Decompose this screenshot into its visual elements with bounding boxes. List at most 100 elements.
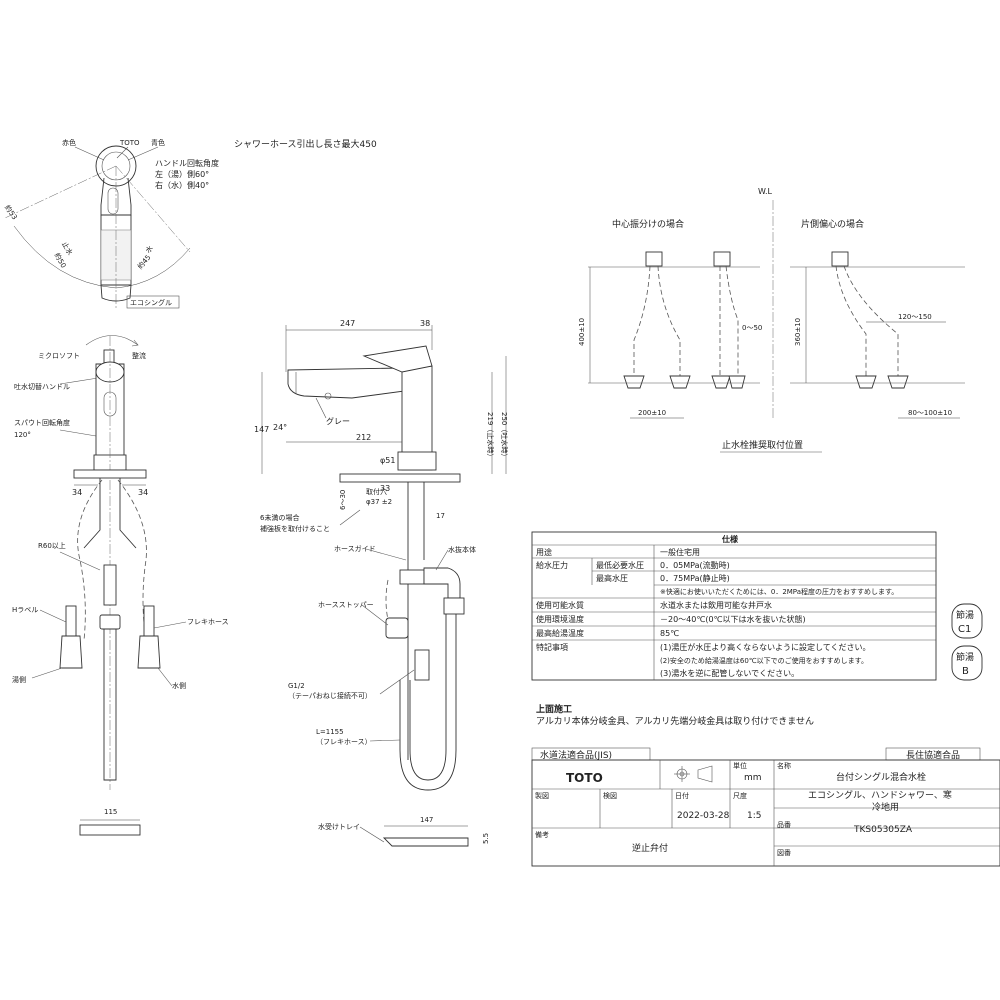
thread-1: G1/2	[288, 682, 305, 690]
h360: 360±10	[794, 318, 802, 346]
front-view: ミクロソフト 整流 吐水切替ハンドル スパウト回転角度 120° 34 34 R…	[12, 335, 229, 836]
spec-key: 給水圧力	[536, 560, 568, 570]
projection-symbol	[674, 765, 713, 783]
drawing-label: 図番	[777, 849, 791, 857]
water-side-label: 水側	[172, 681, 186, 690]
notes-body: アルカリ本体分岐金具、アルカリ先端分岐金具は取り付けできません	[536, 715, 814, 727]
notes-heading: 上面施工	[536, 703, 572, 715]
remarks-label: 備考	[535, 830, 549, 839]
badge1-top: 節湯	[956, 609, 974, 621]
h-label: Hラベル	[12, 606, 38, 614]
dim-250: 250（吐水時）	[500, 412, 509, 460]
scale-value: 1:5	[747, 811, 761, 821]
dim-34-left: 34	[72, 488, 82, 497]
wl-label: W.L	[758, 187, 773, 196]
name-line-2: エコシングル、ハンドシャワー、寒	[808, 789, 952, 801]
tray-label: 水受けトレイ	[318, 822, 360, 831]
title-block: 水道法適合品(JIS) 長住協適合品 TOTO 単位 mm 名称 台付シングル混…	[531, 747, 1000, 867]
hose-len-1: L=1155	[316, 728, 344, 736]
spec-key: 最高給湯温度	[536, 628, 584, 638]
spec-value: (3)湯水を逆に配管しないでください。	[660, 668, 799, 678]
stop-valves-side	[855, 375, 909, 389]
spec-key: 特記事項	[536, 642, 568, 652]
spec-title: 仕様	[721, 534, 739, 544]
jis-label: 水道法適合品(JIS)	[540, 749, 612, 761]
assoc-label: 長住協適合品	[906, 749, 960, 761]
tray-height: 5.5	[482, 833, 490, 844]
unit-label: 単位	[733, 761, 747, 770]
spec-sub: 最低必要水圧	[596, 560, 644, 570]
dim-24: 24°	[273, 423, 287, 432]
valve-body-label: 水抜本体	[448, 545, 476, 554]
part-label: 品番	[777, 821, 791, 829]
red-label: 赤色	[62, 138, 76, 147]
date-label: 日付	[675, 791, 689, 800]
r-label: R60以上	[38, 541, 66, 550]
switch-handle-label: 吐水切替ハンドル	[14, 382, 70, 391]
name-line-3: 冷地用	[872, 801, 899, 813]
install-diagram: W.L 中心振分けの場合 片側偏心の場合 0～50 400±10 200±10 …	[578, 187, 965, 453]
side-view: 247 38 147 24° グレー 212 219（止水時） 250（吐水時）…	[254, 319, 509, 847]
drawn-label: 製図	[535, 791, 549, 800]
side-case-label: 片側偏心の場合	[801, 218, 864, 230]
spec-sub: 最高水圧	[596, 573, 628, 583]
micro-soft-label: ミクロソフト	[38, 352, 80, 360]
handle-angle-right: 右（水）側40°	[155, 180, 209, 190]
flexi-hose-label: フレキホース	[187, 618, 229, 626]
brand-label: TOTO	[119, 139, 140, 147]
tray-width: 147	[420, 816, 433, 824]
water-label: 止水	[60, 240, 75, 257]
badge2-bottom: B	[962, 666, 969, 677]
spec-value: ※快適にお使いいただくためには、0．2MPa程度の圧力をおすすめします。	[660, 587, 898, 596]
cold-dim: 約45	[135, 253, 152, 271]
dim-38: 38	[420, 319, 430, 328]
mount-hole-dim: φ37 ±2	[366, 498, 392, 506]
badge2-top: 節湯	[956, 651, 974, 663]
gray-label: グレー	[326, 416, 350, 426]
center-case-label: 中心振分けの場合	[612, 218, 684, 230]
dim-219: 219（止水時）	[486, 412, 495, 460]
dim-247: 247	[340, 319, 355, 328]
spec-value: 0．75MPa(静止時)	[660, 573, 730, 583]
spec-value: (2)安全のため給湯温度は60℃以下でのご使用をおすすめします。	[660, 656, 868, 665]
handle-angle-title: ハンドル回転角度	[155, 158, 219, 168]
stop-valves-center	[623, 375, 746, 389]
straight-flow-label: 整流	[132, 351, 146, 360]
d200: 200±10	[638, 409, 666, 417]
dim-6-30: 6～30	[339, 490, 347, 510]
mount-hole-label: 取付穴	[366, 487, 387, 496]
scale-label: 尺度	[733, 791, 747, 800]
h400: 400±10	[578, 318, 586, 346]
hot-side-label: 湯側	[12, 675, 26, 684]
spec-key: 使用可能水質	[536, 600, 584, 610]
dim-17: 17	[436, 512, 445, 520]
dim-33: 33	[380, 484, 390, 493]
d0-50: 0～50	[742, 324, 762, 332]
d80-100: 80～100±10	[908, 409, 952, 417]
spec-value: (1)湯圧が水圧より高くならないように設定してください。	[660, 642, 871, 652]
hose-len-2: （フレキホース）	[316, 738, 372, 746]
badges: 節湯 C1 節湯 B	[951, 603, 983, 681]
spec-value: 水道水または飲用可能な井戸水	[660, 600, 772, 610]
dim-34-right: 34	[138, 488, 148, 497]
header-note: シャワーホース引出し長さ最大450	[234, 138, 377, 150]
spec-value: 85℃	[660, 629, 679, 638]
date-value: 2022-03-28	[677, 811, 730, 821]
hose-stopper-label: ホースストッパー	[318, 601, 374, 609]
name-line-1: 台付シングル混合水栓	[836, 771, 926, 783]
product-label: エコシングル	[130, 298, 172, 307]
handle-angle-left: 左（湯）側60°	[155, 169, 209, 179]
spec-value: 0．05MPa(流動時)	[660, 560, 730, 570]
reinforce-note-1: 6未満の場合	[260, 513, 299, 522]
reinforce-note-2: 補強板を取付けること	[260, 524, 330, 533]
hose-guide-label: ホースガイド	[334, 544, 376, 553]
dim-212: 212	[356, 433, 371, 442]
spec-value: 一般住宅用	[660, 547, 700, 557]
d120-150: 120～150	[898, 313, 932, 321]
spout-rotation-label: スパウト回転角度	[14, 418, 70, 427]
thread-2: （テーパおねじ接続不可）	[288, 691, 372, 700]
dim-147: 147	[254, 425, 269, 434]
